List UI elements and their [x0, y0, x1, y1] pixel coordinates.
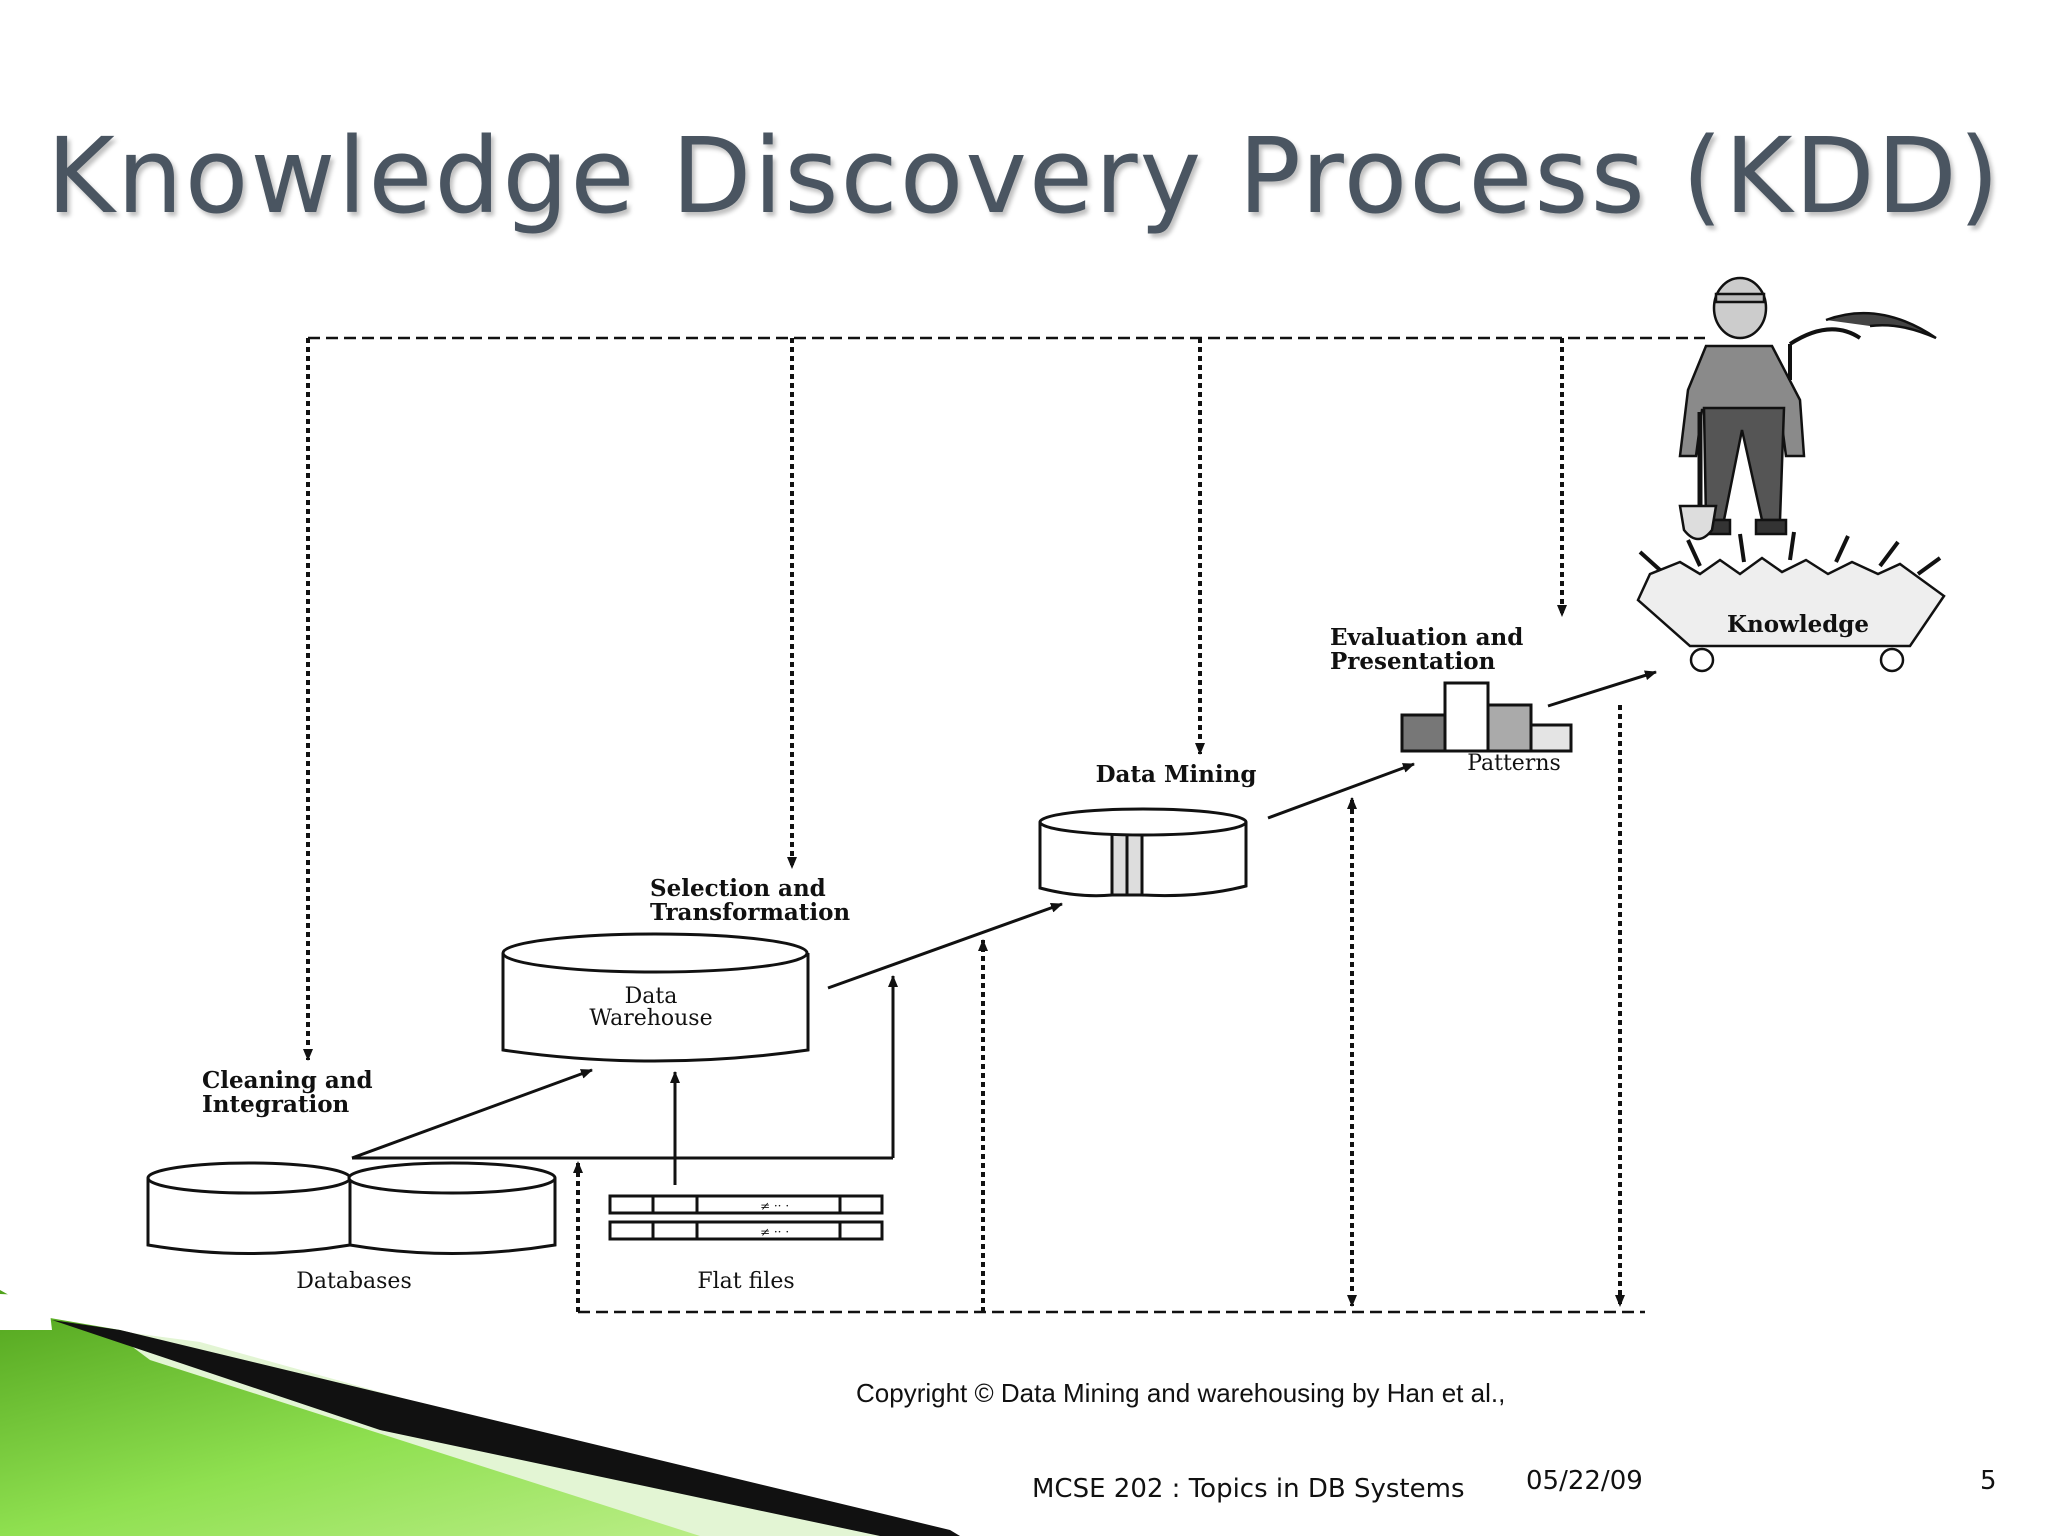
miner-figure-icon [1678, 276, 1937, 541]
databases-label: Databases [296, 1269, 412, 1294]
step-selection-line1: Selection and [650, 875, 826, 902]
knowledge-cart-icon [1636, 531, 1946, 673]
copyright-note: Copyright © Data Mining and warehousing … [856, 1378, 1506, 1408]
warehouse-label-line2: Warehouse [589, 1006, 712, 1031]
footer-date: 05/22/09 [1526, 1466, 1643, 1496]
step-data-mining: Data Mining [1096, 761, 1257, 788]
step-cleaning-line2: Integration [202, 1091, 350, 1118]
flat-files-icon: ≠ ·· · ≠ ·· · [608, 1194, 884, 1241]
patterns-icon [1400, 681, 1573, 753]
flat-files-label: Flat files [697, 1269, 794, 1294]
svg-text:≠ ·· ·: ≠ ·· · [760, 1199, 789, 1213]
footer-course: MCSE 202 : Topics in DB Systems [1032, 1474, 1465, 1504]
svg-text:≠ ·· ·: ≠ ·· · [760, 1225, 789, 1239]
data-warehouse-icon [501, 932, 810, 1063]
top-feedback-lines [303, 336, 1705, 1061]
databases-icon [146, 1161, 557, 1255]
flow-arrows [351, 670, 1657, 1185]
slide-title: Knowledge Discovery Process (KDD) [46, 115, 2002, 237]
warehouse-label-line1: Data [625, 984, 678, 1009]
patterns-label: Patterns [1467, 751, 1561, 776]
step-selection-line2: Transformation [650, 899, 850, 926]
decorative-green-wedge [0, 1290, 960, 1536]
step-cleaning-line1: Cleaning and [202, 1067, 373, 1094]
page-number: 5 [1980, 1466, 1997, 1496]
bottom-feedback-lines [573, 705, 1645, 1314]
step-evaluation-line1: Evaluation and [1330, 624, 1523, 651]
data-mining-icon [1038, 807, 1248, 898]
knowledge-label: Knowledge [1727, 611, 1869, 638]
step-evaluation-line2: Presentation [1330, 648, 1496, 675]
